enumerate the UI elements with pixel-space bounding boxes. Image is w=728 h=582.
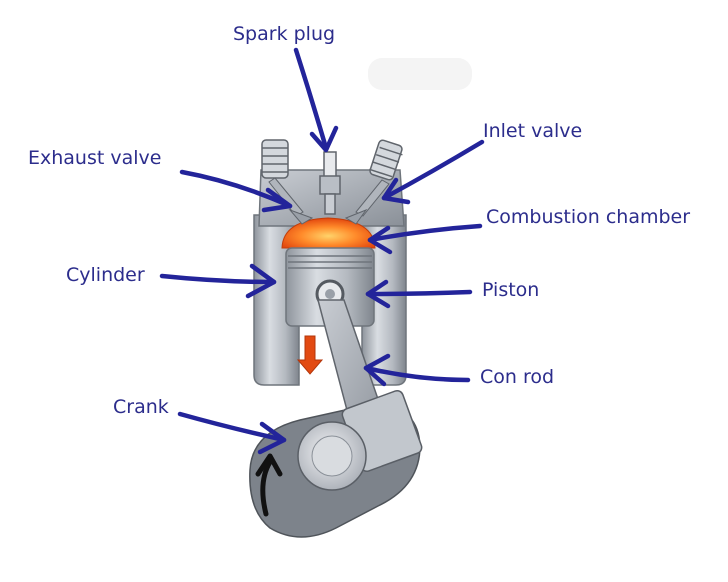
crank-pointer-arrow	[177, 411, 287, 443]
spark-plug-label: Spark plug	[233, 23, 336, 45]
cylinder-pointer-arrow	[159, 273, 277, 285]
crank-pointer-arrowhead	[257, 421, 287, 455]
cylinder-pointer-arrowhead	[245, 263, 277, 299]
exhaust-valve-assembly	[261, 139, 314, 225]
spark-plug-pointer-arrowhead	[309, 125, 339, 153]
con-rod-pointer-arrow	[363, 365, 471, 383]
combustion-chamber-pointer-arrowhead	[367, 225, 393, 255]
crank-label: Crank	[113, 396, 169, 418]
inlet-valve-pointer-arrowhead	[381, 177, 411, 205]
spark-plug-body	[319, 151, 341, 215]
crank-body	[249, 389, 423, 538]
piston-pointer-arrowhead	[365, 279, 391, 309]
piston-motion-arrow	[296, 335, 324, 375]
combustion-chamber-label: Combustion chamber	[486, 206, 691, 228]
con-rod-label: Con rod	[480, 366, 555, 388]
combustion-chamber-pointer-arrow	[367, 223, 483, 243]
inlet-valve-assembly	[344, 139, 403, 225]
piston-label: Piston	[482, 279, 540, 301]
piston-pointer-arrow	[365, 289, 473, 297]
background-smudge	[368, 58, 472, 90]
exhaust-valve-label: Exhaust valve	[28, 147, 162, 169]
spark-plug-pointer-arrow	[293, 47, 329, 151]
inlet-valve-pointer-arrow	[381, 139, 485, 201]
exhaust-valve-pointer-arrow	[179, 169, 293, 209]
exhaust-valve-pointer-arrowhead	[261, 187, 293, 213]
con-rod-pointer-arrowhead	[363, 353, 391, 387]
inlet-valve-label: Inlet valve	[483, 120, 583, 142]
pointer-arrows	[159, 47, 485, 455]
cylinder-label: Cylinder	[66, 264, 145, 286]
